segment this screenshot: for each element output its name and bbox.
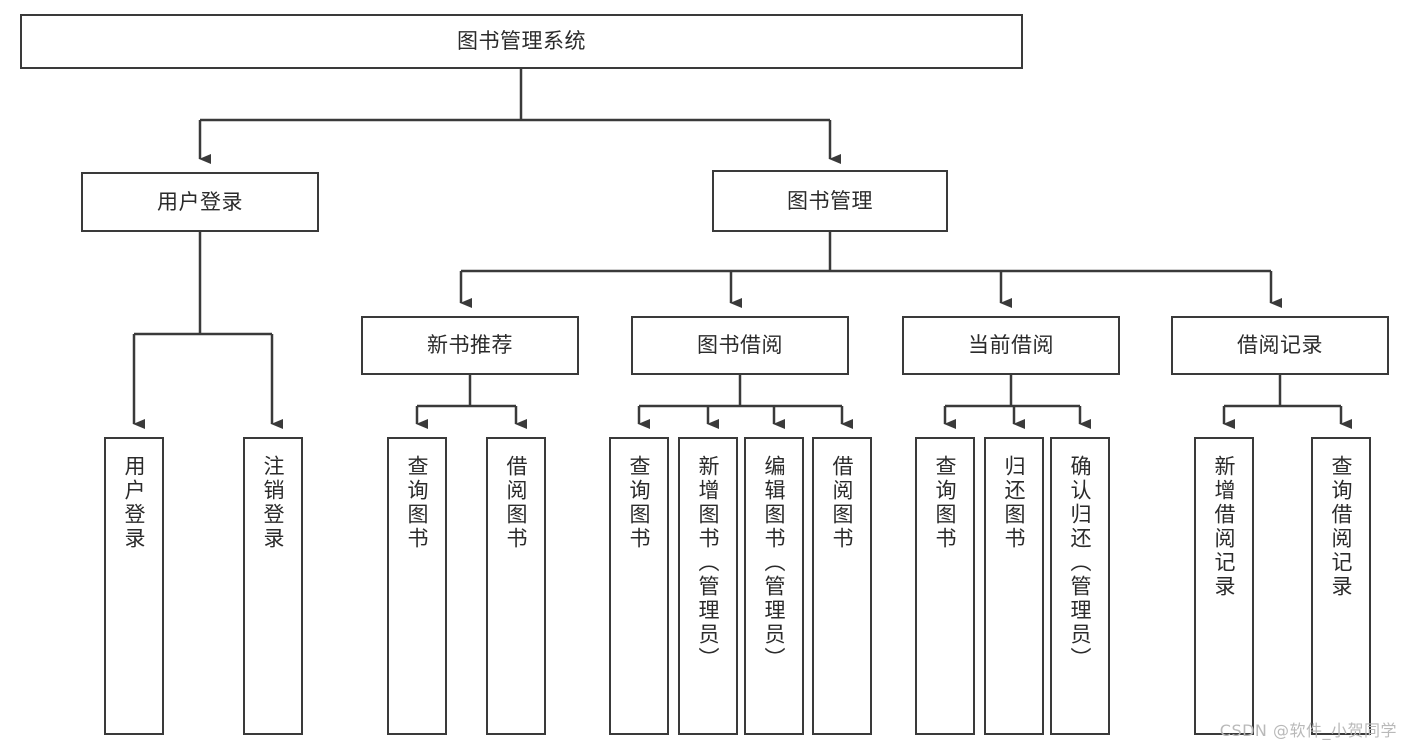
csdn-watermark: CSDN @软件_小贺同学 bbox=[1219, 721, 1397, 740]
node-b-query[interactable]: 查询图书 bbox=[609, 437, 669, 735]
node-c-return[interactable]: 归还图书 bbox=[984, 437, 1044, 735]
node-login[interactable]: 用户登录 bbox=[81, 172, 319, 232]
node-b-borrow[interactable]: 借阅图书 bbox=[812, 437, 872, 735]
node-label-c-return: 归还图书 bbox=[1002, 455, 1027, 551]
node-label-login: 用户登录 bbox=[157, 189, 243, 214]
node-label-n-query: 查询图书 bbox=[405, 455, 430, 551]
node-n-query[interactable]: 查询图书 bbox=[387, 437, 447, 735]
node-bookmgmt[interactable]: 图书管理 bbox=[712, 170, 948, 232]
node-label-b-edit: 编辑图书（管理员） bbox=[762, 455, 787, 671]
node-c-confirm[interactable]: 确认归还（管理员） bbox=[1050, 437, 1110, 735]
node-label-current: 当前借阅 bbox=[968, 333, 1054, 358]
node-borrow[interactable]: 图书借阅 bbox=[631, 316, 849, 375]
node-b-add[interactable]: 新增图书（管理员） bbox=[678, 437, 738, 735]
node-l-login[interactable]: 用户登录 bbox=[104, 437, 164, 735]
node-label-b-add: 新增图书（管理员） bbox=[696, 455, 721, 671]
node-records[interactable]: 借阅记录 bbox=[1171, 316, 1389, 375]
node-b-edit[interactable]: 编辑图书（管理员） bbox=[744, 437, 804, 735]
node-label-root: 图书管理系统 bbox=[457, 29, 586, 54]
node-label-b-query: 查询图书 bbox=[627, 455, 652, 551]
node-label-c-query: 查询图书 bbox=[933, 455, 958, 551]
node-label-r-add: 新增借阅记录 bbox=[1212, 455, 1237, 599]
edge-paths bbox=[132, 69, 1352, 429]
node-l-logout[interactable]: 注销登录 bbox=[243, 437, 303, 735]
node-c-query[interactable]: 查询图书 bbox=[915, 437, 975, 735]
node-label-l-logout: 注销登录 bbox=[261, 455, 286, 551]
node-label-c-confirm: 确认归还（管理员） bbox=[1068, 455, 1093, 671]
node-label-r-query: 查询借阅记录 bbox=[1329, 455, 1354, 599]
node-r-query[interactable]: 查询借阅记录 bbox=[1311, 437, 1371, 735]
node-root[interactable]: 图书管理系统 bbox=[20, 14, 1023, 69]
node-label-l-login: 用户登录 bbox=[122, 455, 147, 551]
node-newbook[interactable]: 新书推荐 bbox=[361, 316, 579, 375]
node-label-bookmgmt: 图书管理 bbox=[787, 188, 873, 213]
node-label-b-borrow: 借阅图书 bbox=[830, 455, 855, 551]
node-label-records: 借阅记录 bbox=[1237, 333, 1323, 358]
node-label-n-borrow: 借阅图书 bbox=[504, 455, 529, 551]
node-n-borrow[interactable]: 借阅图书 bbox=[486, 437, 546, 735]
node-r-add[interactable]: 新增借阅记录 bbox=[1194, 437, 1254, 735]
node-current[interactable]: 当前借阅 bbox=[902, 316, 1120, 375]
node-label-newbook: 新书推荐 bbox=[427, 333, 513, 358]
node-label-borrow: 图书借阅 bbox=[697, 333, 783, 358]
